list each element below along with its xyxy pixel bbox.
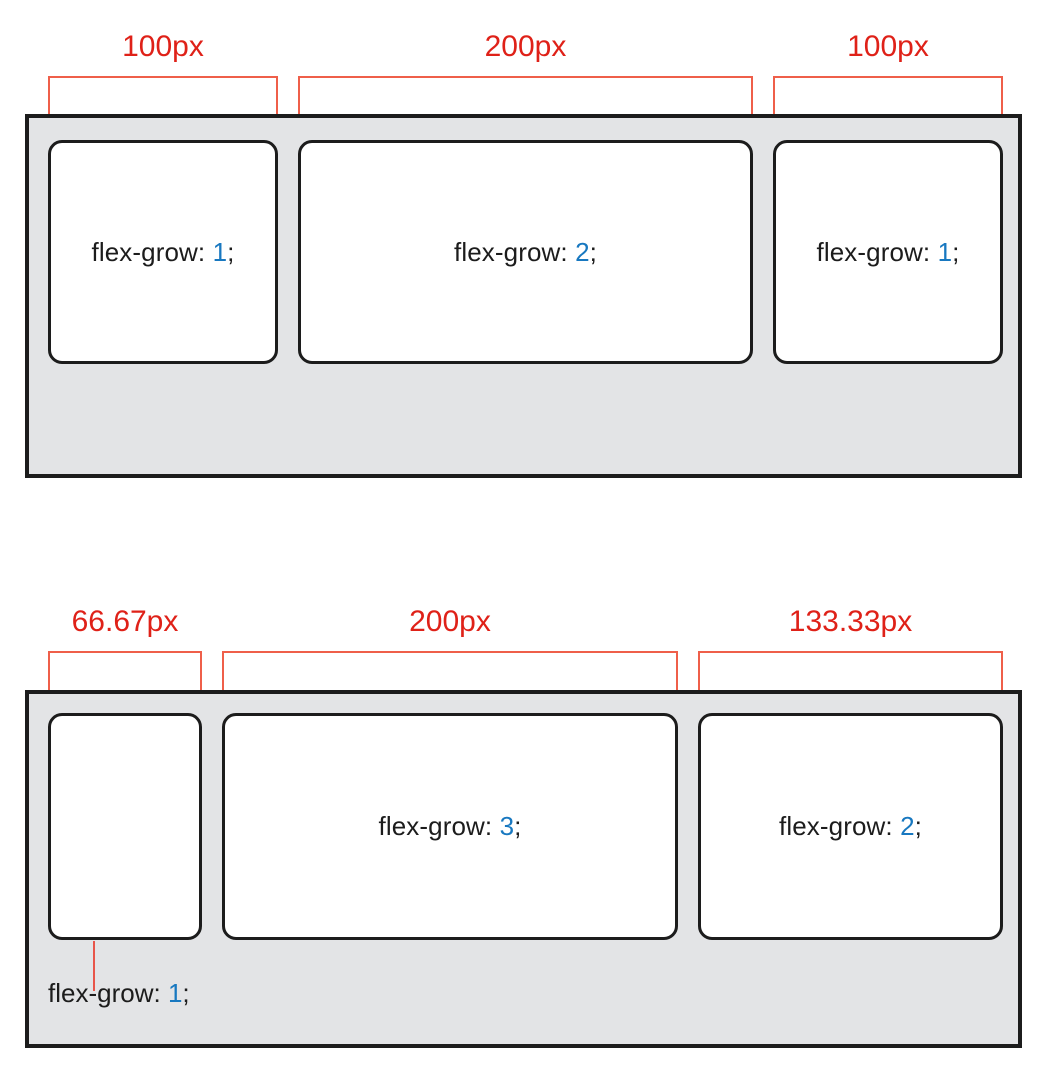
- measurement-label: 133.33px: [788, 605, 913, 638]
- flex-item-r2-2: flex-grow: 3;: [222, 713, 678, 940]
- flex-grow-value: 1: [212, 236, 228, 267]
- flex-item-r2-3-label: flex-grow: 2;: [779, 811, 922, 842]
- semicolon: ;: [589, 236, 597, 267]
- semicolon: ;: [514, 811, 522, 841]
- flex-item-r1-2-label: flex-grow: 2;: [454, 237, 597, 268]
- flex-grow-value: 2: [575, 236, 590, 267]
- measurement-r2-c3: 133.33px: [698, 605, 1003, 713]
- flex-item-r1-3-label: flex-grow: 1;: [817, 237, 960, 268]
- flex-item-r1-2: flex-grow: 2;: [298, 140, 753, 364]
- semicolon: ;: [227, 236, 235, 267]
- semicolon: ;: [914, 811, 922, 841]
- flex-grow-property: flex-grow:: [779, 811, 893, 841]
- measurement-label: 200px: [484, 30, 567, 63]
- flex-grow-value: 3: [499, 811, 515, 841]
- flex-grow-property: flex-grow:: [378, 811, 493, 841]
- semicolon: ;: [952, 236, 960, 267]
- flex-grow-value: 2: [900, 811, 915, 841]
- measurement-label: 200px: [409, 605, 491, 638]
- measurement-r1-c2: 200px: [298, 30, 753, 138]
- semicolon: ;: [182, 978, 190, 1008]
- bracket-shape: [698, 651, 1003, 713]
- flex-grow-property: flex-grow:: [454, 236, 568, 267]
- measurement-label: 100px: [847, 30, 929, 63]
- bracket-shape: [48, 651, 202, 713]
- bracket-shape: [773, 76, 1003, 138]
- callout-label: flex-grow: 1;: [48, 978, 190, 1009]
- callout-leader-line: [93, 941, 95, 991]
- flex-grow-value: 1: [167, 978, 183, 1008]
- bracket-shape: [298, 76, 753, 138]
- bracket-shape: [48, 76, 278, 138]
- flex-item-r2-2-label: flex-grow: 3;: [379, 811, 522, 842]
- measurement-r2-c2: 200px: [222, 605, 678, 713]
- bracket-shape: [222, 651, 678, 713]
- flex-item-r2-1: [48, 713, 202, 940]
- measurement-r1-c1: 100px: [48, 30, 278, 138]
- flex-grow-property: flex-grow:: [91, 236, 206, 267]
- flex-item-r1-3: flex-grow: 1;: [773, 140, 1003, 364]
- flex-grow-value: 1: [937, 236, 953, 267]
- flex-item-r1-1-label: flex-grow: 1;: [92, 237, 235, 268]
- measurement-label: 66.67px: [71, 605, 179, 638]
- flex-item-r1-1: flex-grow: 1;: [48, 140, 278, 364]
- measurement-label: 100px: [122, 30, 204, 63]
- measurement-r1-c3: 100px: [773, 30, 1003, 138]
- measurement-r2-c1: 66.67px: [48, 605, 202, 713]
- flex-item-r2-3: flex-grow: 2;: [698, 713, 1003, 940]
- flex-grow-property: flex-grow:: [48, 978, 161, 1008]
- flex-grow-property: flex-grow:: [816, 236, 931, 267]
